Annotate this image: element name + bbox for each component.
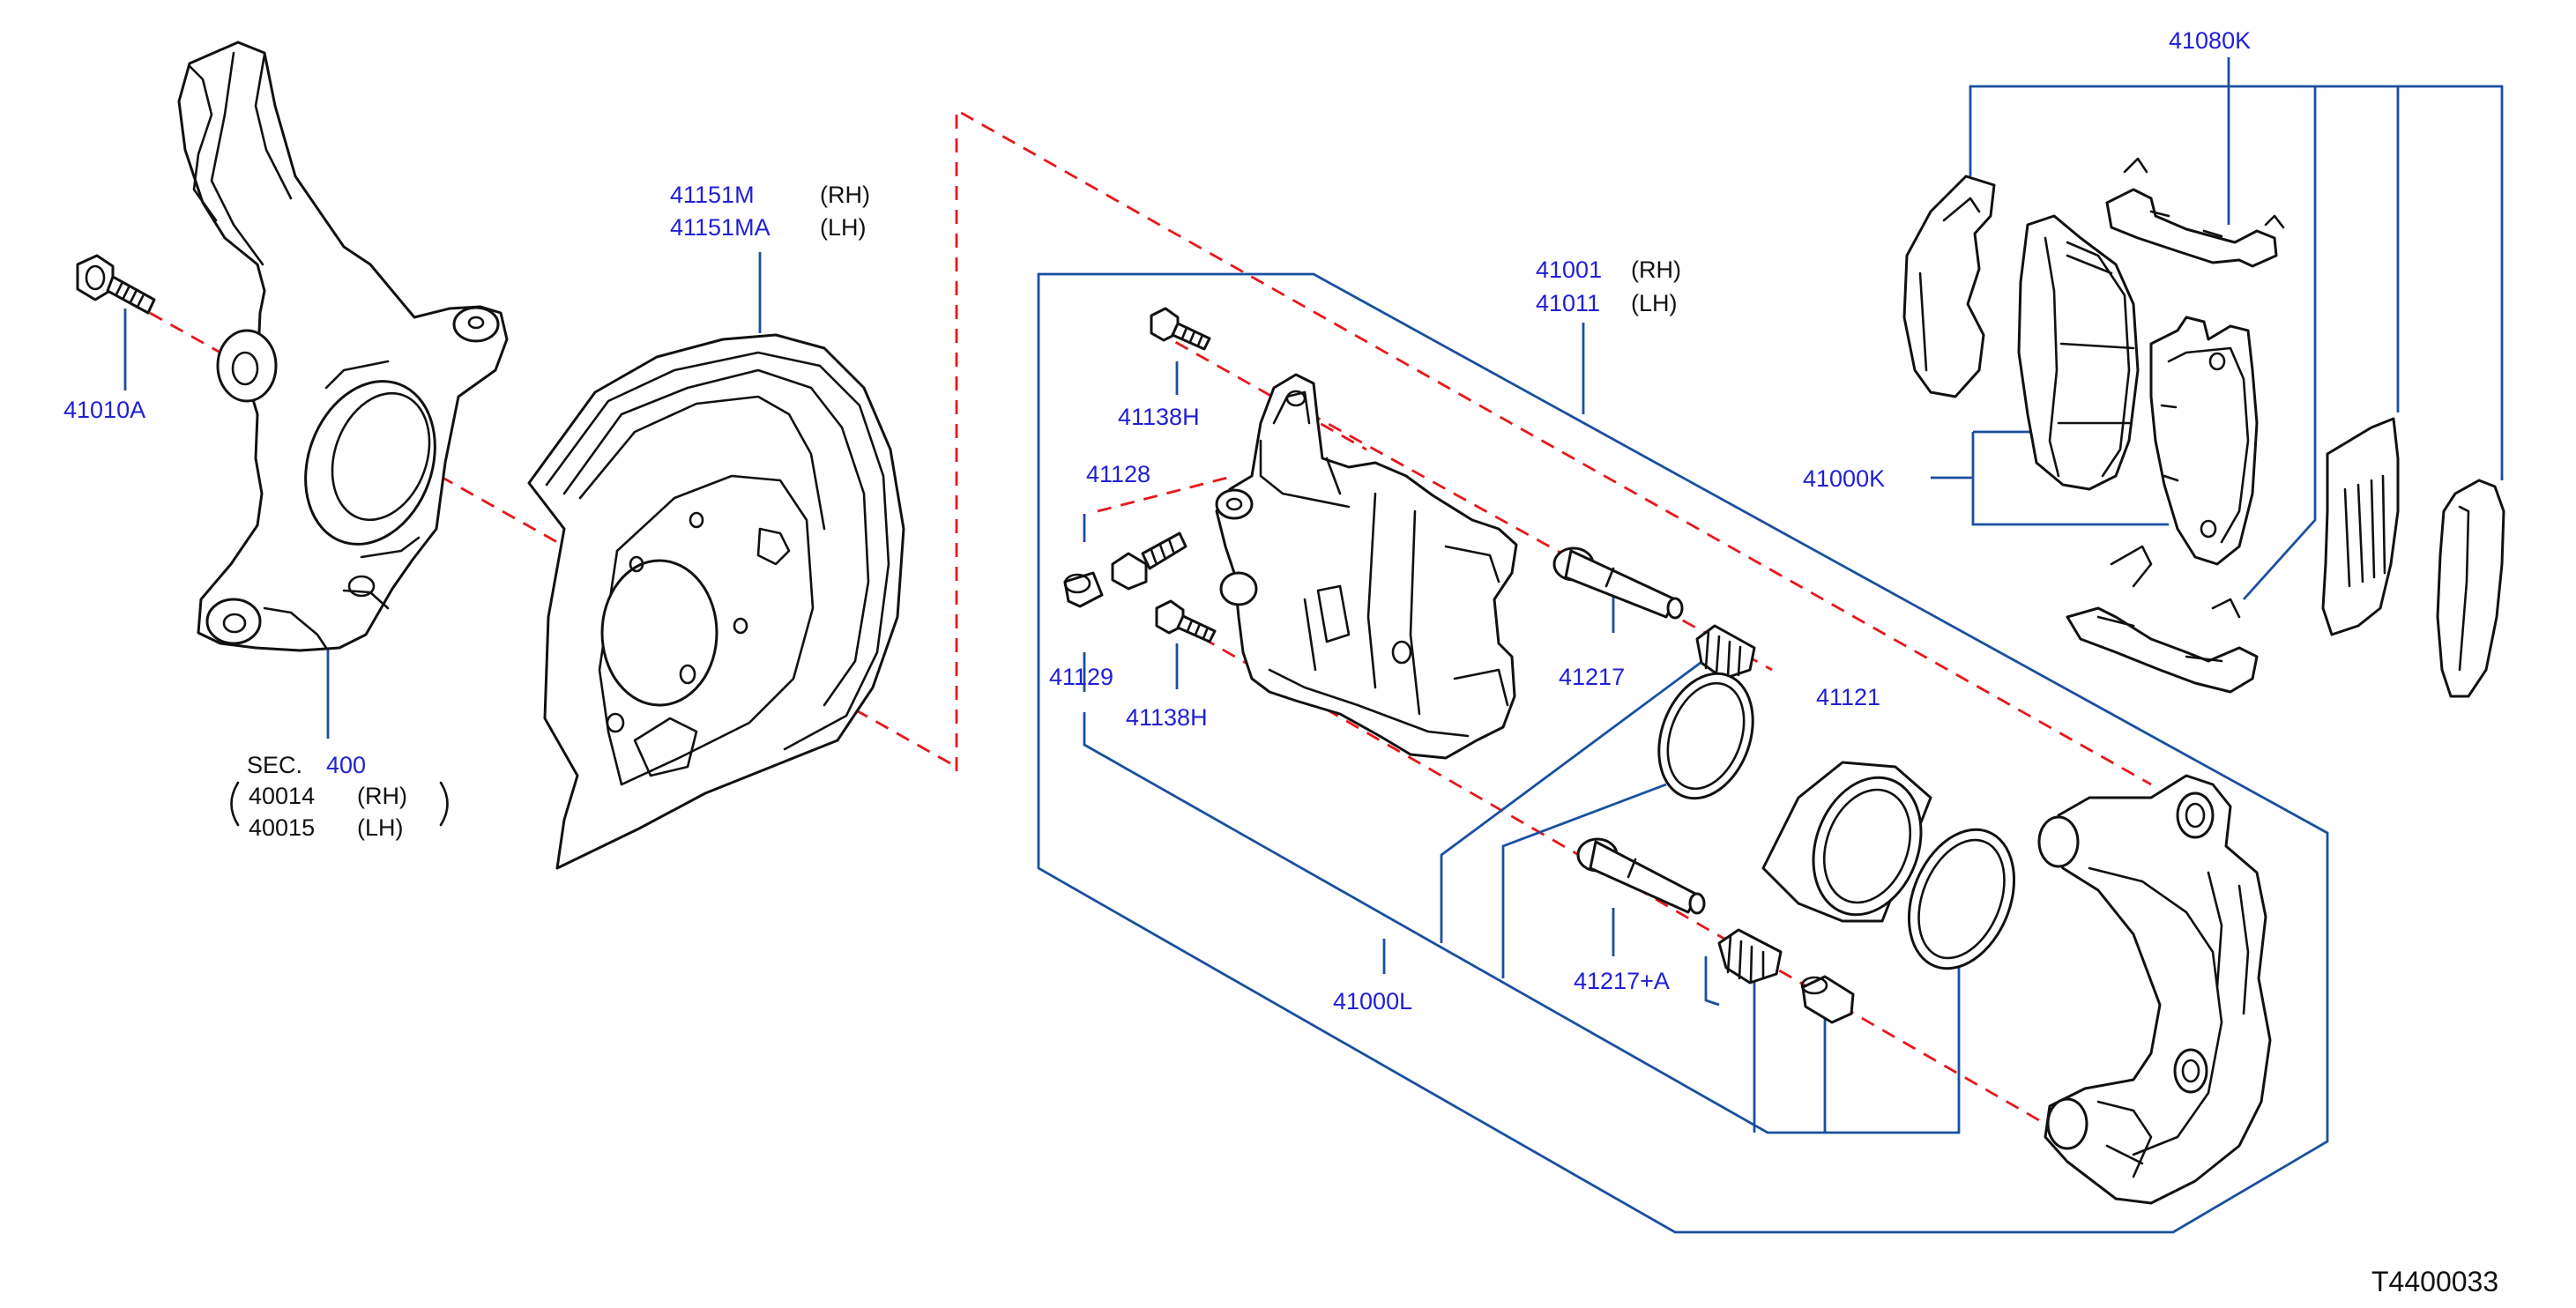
bracket-open bbox=[230, 781, 240, 827]
pad-retainer-clip-lower bbox=[2066, 545, 2259, 694]
label-41151m-rh: (RH) bbox=[820, 182, 870, 208]
label-41129: 41129 bbox=[1049, 664, 1113, 690]
caliper-bolt-lower bbox=[1155, 599, 1217, 643]
label-40015: 40015 bbox=[249, 814, 315, 841]
centerlines bbox=[149, 108, 2161, 1192]
label-41151ma-lh: (LH) bbox=[820, 214, 867, 241]
caliper-bracket bbox=[2037, 774, 2272, 1205]
caliper-bolt-upper bbox=[1150, 307, 1211, 351]
label-sec-number: 400 bbox=[326, 752, 366, 778]
label-41011: 41011 bbox=[1536, 290, 1600, 316]
label-41151ma: 41151MA bbox=[670, 214, 771, 241]
caliper-body bbox=[1215, 373, 1518, 760]
pin-boot-lower bbox=[1717, 928, 1783, 985]
guide-pin-lower bbox=[1576, 837, 1706, 915]
brake-pad-inner bbox=[2017, 214, 2140, 491]
label-41000l: 41000L bbox=[1333, 988, 1412, 1014]
figure-code: T4400033 bbox=[2371, 1266, 2498, 1297]
bleeder-screw bbox=[1111, 531, 1187, 591]
label-40015-lh: (LH) bbox=[357, 814, 404, 841]
brake-pad-outer bbox=[2149, 316, 2259, 566]
label-41121: 41121 bbox=[1816, 684, 1880, 710]
anti-squeal-shim-right bbox=[2321, 417, 2400, 636]
label-41138h-lower: 41138H bbox=[1126, 704, 1208, 731]
bracket-close bbox=[439, 781, 449, 827]
label-41217: 41217 bbox=[1559, 664, 1625, 690]
label-41217a: 41217+A bbox=[1574, 968, 1670, 994]
pin-boot-upper bbox=[1695, 624, 1756, 680]
label-41001: 41001 bbox=[1536, 256, 1602, 283]
pad-shim-far-right bbox=[2436, 479, 2505, 698]
label-41138h-upper: 41138H bbox=[1118, 404, 1200, 430]
label-41001-rh: (RH) bbox=[1631, 256, 1681, 283]
steering-knuckle bbox=[177, 41, 509, 652]
piston-boot bbox=[1907, 828, 2016, 970]
label-41151m: 41151M bbox=[670, 182, 755, 208]
label-41128: 41128 bbox=[1086, 461, 1150, 487]
label-41000k: 41000K bbox=[1803, 465, 1885, 492]
label-sec-prefix: SEC. bbox=[247, 752, 302, 778]
pin-sleeve bbox=[1800, 975, 1855, 1024]
knuckle-bolt bbox=[76, 254, 156, 315]
bleeder-cap bbox=[1063, 571, 1104, 608]
label-40014: 40014 bbox=[249, 783, 315, 809]
pad-retainer-clip bbox=[2105, 157, 2285, 268]
label-41010a: 41010A bbox=[63, 397, 145, 423]
guide-pin-upper bbox=[1552, 546, 1684, 620]
leader-lines bbox=[123, 57, 2504, 1234]
piston bbox=[1761, 761, 1932, 923]
label-40014-rh: (RH) bbox=[357, 783, 407, 809]
piston-seal-ring bbox=[1657, 672, 1754, 800]
label-41080k: 41080K bbox=[2169, 27, 2251, 54]
backing-plate bbox=[527, 333, 905, 870]
label-41011-lh: (LH) bbox=[1631, 290, 1678, 316]
anti-squeal-shim-left bbox=[1902, 175, 1996, 398]
part-labels: 41010A SEC. 400 40014 (RH) 40015 (LH) 41… bbox=[63, 27, 2498, 1297]
